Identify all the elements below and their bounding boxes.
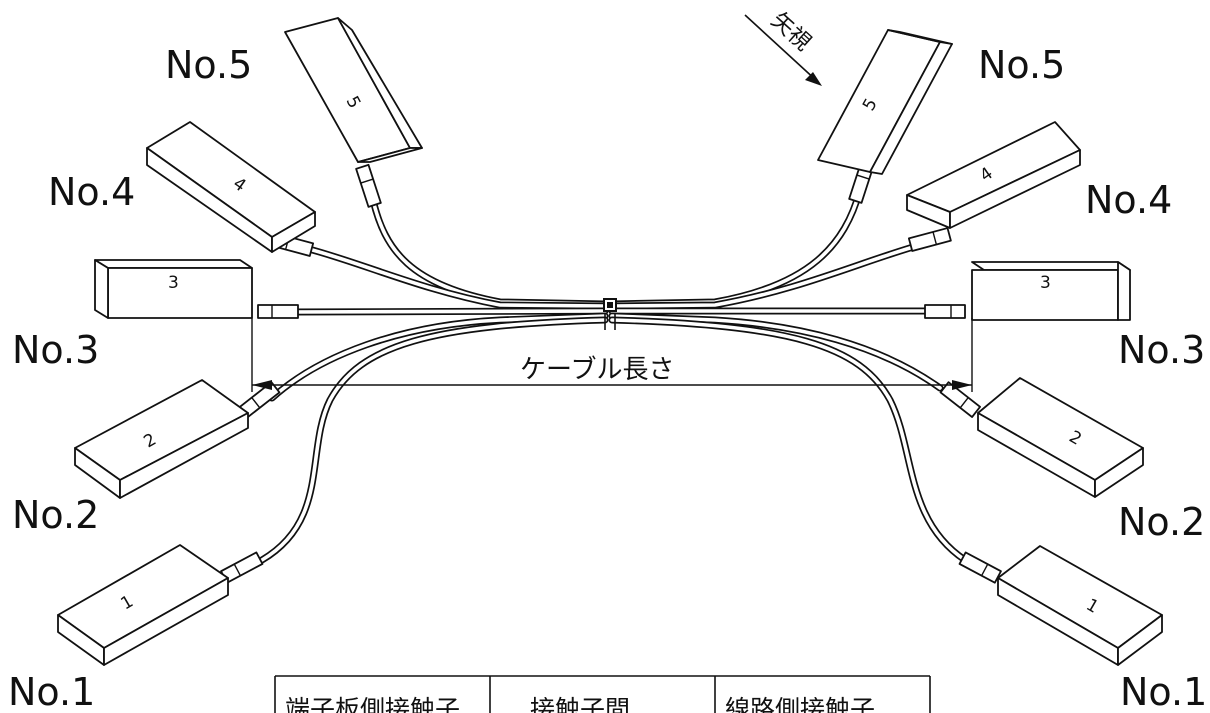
box-left-2: 2 bbox=[74, 379, 249, 499]
label-right-no1: No.1 bbox=[1120, 670, 1207, 713]
cable-left-5 bbox=[369, 196, 609, 308]
box-left-4: 4 bbox=[146, 121, 316, 253]
label-right-no2: No.2 bbox=[1118, 500, 1205, 544]
cable-length-dimension: ケーブル長さ bbox=[251, 318, 973, 392]
cable-left-4 bbox=[301, 244, 609, 310]
table-header-between-contacts: 接触子間 bbox=[530, 695, 630, 713]
view-direction: 矢視 bbox=[744, 8, 822, 86]
box-right-3: 3 bbox=[971, 261, 1131, 321]
table-header-line-side: 線路側接触子 bbox=[725, 695, 875, 713]
label-left-no3: No.3 bbox=[12, 328, 99, 372]
label-right-no4: No.4 bbox=[1085, 178, 1172, 222]
center-clamp bbox=[603, 298, 617, 330]
box-number-right-3: 3 bbox=[1040, 273, 1051, 293]
label-right-no5: No.5 bbox=[978, 43, 1065, 87]
table-header-terminal-side: 端子板側接触子 bbox=[285, 695, 460, 713]
box-right-1: 1 bbox=[997, 545, 1163, 666]
box-left-3: 3 bbox=[94, 259, 253, 319]
cable-right-5 bbox=[608, 186, 864, 308]
box-left-5: 5 bbox=[284, 17, 423, 163]
label-right-no3: No.3 bbox=[1118, 328, 1205, 372]
box-right-4: 4 bbox=[906, 121, 1081, 229]
label-left-no4: No.4 bbox=[48, 170, 135, 214]
label-left-no2: No.2 bbox=[12, 493, 99, 537]
box-left-1: 1 bbox=[57, 544, 229, 666]
box-right-2: 2 bbox=[977, 377, 1144, 498]
label-left-no5: No.5 bbox=[165, 43, 252, 87]
cables-right bbox=[608, 186, 969, 564]
cables-left bbox=[258, 196, 609, 564]
label-left-no1: No.1 bbox=[8, 670, 95, 713]
labels-left: No.1 No.2 No.3 No.4 No.5 bbox=[8, 43, 252, 713]
view-direction-label: 矢視 bbox=[766, 8, 815, 56]
labels-right: No.1 No.2 No.3 No.4 No.5 bbox=[978, 43, 1207, 713]
cable-right-4 bbox=[608, 241, 924, 310]
box-number-left-3: 3 bbox=[168, 273, 179, 293]
contact-table: 端子板側接触子 接触子間 線路側接触子 bbox=[274, 675, 931, 713]
cable-length-label: ケーブル長さ bbox=[520, 355, 674, 385]
box-right-5: 5 bbox=[817, 29, 953, 175]
